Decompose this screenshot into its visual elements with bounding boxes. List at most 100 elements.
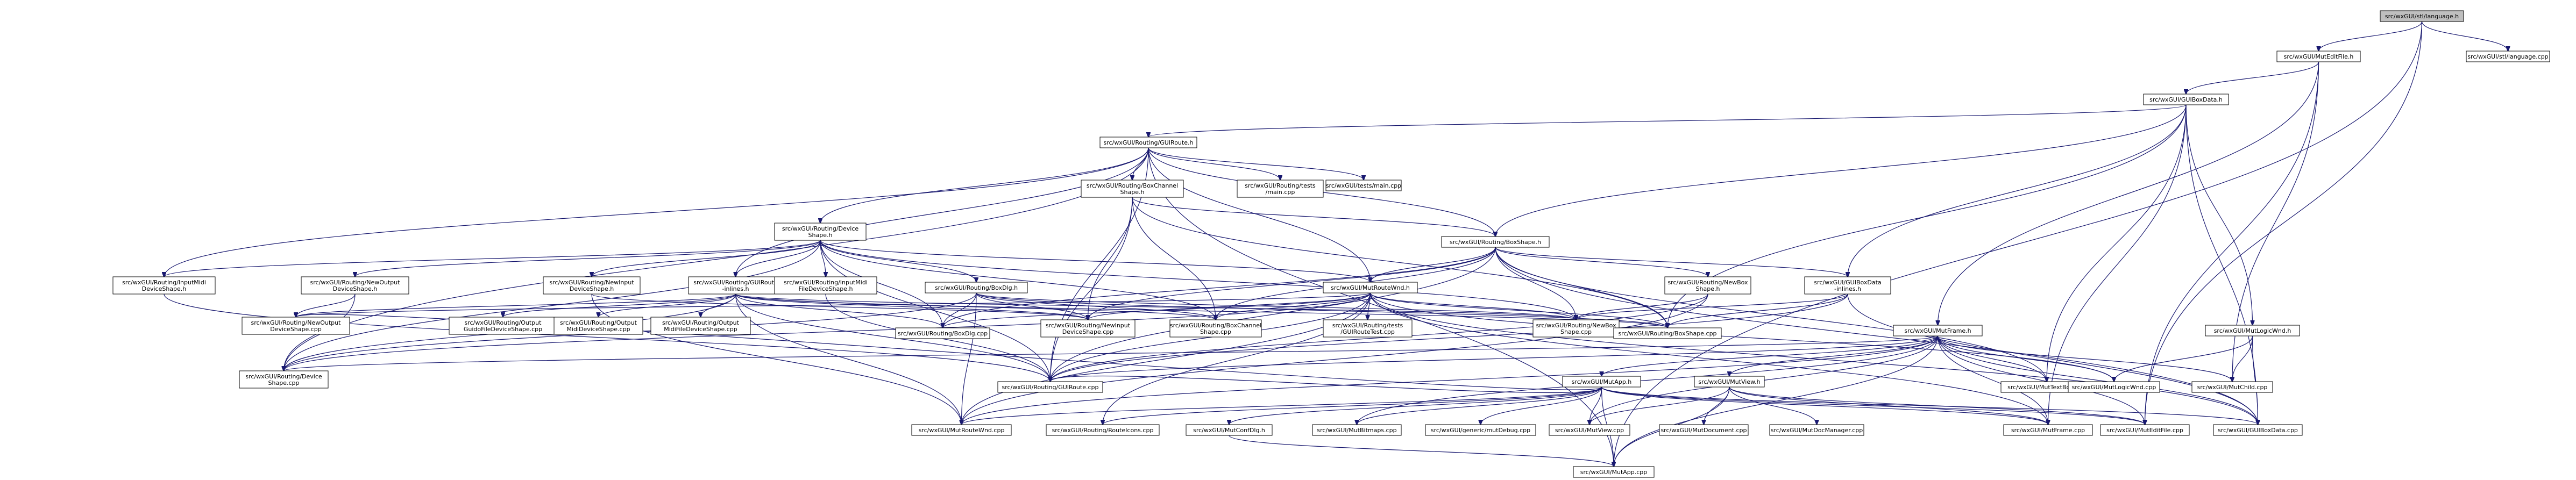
graph-node-n9[interactable]: src/wxGUI/Routing/BoxShape.h — [1441, 236, 1550, 248]
edge-n5-n9 — [1132, 197, 1495, 237]
edge-n1-n3 — [2186, 61, 2319, 94]
node-box — [2003, 424, 2093, 436]
graph-node-n18[interactable]: src/wxGUI/GUIBoxData-inlines.h — [1804, 276, 1891, 295]
node-label: src/wxGUI/stl/language.cpp — [2467, 53, 2548, 60]
edge-n16-n29 — [1369, 292, 1577, 320]
edge-n16-n39 — [1103, 292, 1371, 425]
edge-n33-n46 — [1601, 386, 2048, 425]
edge-n20-n31 — [284, 335, 1939, 371]
graph-node-n37[interactable]: src/wxGUI/MutChild.cpp — [2191, 381, 2273, 393]
node-label: DeviceShape.h — [142, 285, 187, 292]
edge-n5-n26 — [1088, 197, 1133, 320]
edge-n34-n45 — [1729, 386, 1817, 425]
edge-n20-n41 — [1357, 335, 1939, 425]
edge-n8-n11 — [355, 240, 821, 277]
node-box — [1237, 180, 1324, 198]
graph-node-n15[interactable]: src/wxGUI/Routing/BoxDlg.h — [925, 282, 1028, 293]
graph-node-n6[interactable]: src/wxGUI/Routing/tests/main.cpp — [1237, 180, 1324, 198]
node-box — [2100, 424, 2190, 436]
graph-node-n43[interactable]: src/wxGUI/MutView.cpp — [1549, 424, 1630, 436]
graph-node-n38[interactable]: src/wxGUI/MutRouteWnd.cpp — [911, 424, 1012, 436]
node-box — [1573, 466, 1655, 478]
node-label: src/wxGUI/Routing/InputMidi — [122, 279, 206, 286]
graph-node-n23[interactable]: src/wxGUI/Routing/OutputMidiDeviceShape.… — [553, 317, 643, 335]
node-label: src/wxGUI/MutTextBox.cpp — [2007, 384, 2086, 391]
node-label: src/wxGUI/GUIBoxData.h — [2149, 96, 2223, 103]
graph-node-n44[interactable]: src/wxGUI/MutDocument.cpp — [1659, 424, 1749, 436]
node-label: Shape.cpp — [1200, 328, 1231, 335]
node-label: src/wxGUI/tests/main.cpp — [1326, 182, 1401, 189]
graph-node-n49[interactable]: src/wxGUI/MutApp.cpp — [1573, 466, 1655, 478]
graph-node-n20[interactable]: src/wxGUI/MutFrame.h — [1893, 325, 1983, 336]
edge-n19-n48 — [2252, 335, 2258, 425]
graph-node-n8[interactable]: src/wxGUI/Routing/DeviceShape.h — [774, 223, 867, 241]
edge-n16-n48 — [1369, 292, 2258, 425]
node-box — [553, 317, 643, 335]
graph-node-n24[interactable]: src/wxGUI/Routing/OutputMidiFileDeviceSh… — [650, 317, 751, 335]
node-box — [2380, 10, 2464, 22]
graph-node-n39[interactable]: src/wxGUI/Routing/RouteIcons.cpp — [1046, 424, 1160, 436]
graph-node-n32[interactable]: src/wxGUI/Routing/GUIRoute.cpp — [997, 381, 1103, 393]
graph-node-n25[interactable]: src/wxGUI/Routing/BoxDlg.cpp — [895, 327, 990, 339]
graph-node-n3[interactable]: src/wxGUI/GUIBoxData.h — [2143, 94, 2229, 105]
node-label: /main.cpp — [1266, 189, 1295, 196]
node-box — [1323, 319, 1413, 338]
graph-node-n47[interactable]: src/wxGUI/MutEditFile.cpp — [2100, 424, 2190, 436]
graph-node-n33[interactable]: src/wxGUI/MutApp.h — [1562, 376, 1641, 388]
node-label: DeviceShape.cpp — [270, 326, 322, 333]
graph-node-n13[interactable]: src/wxGUI/Routing/GUIRoute-inlines.h — [688, 276, 783, 295]
graph-node-n22[interactable]: src/wxGUI/Routing/OutputGuidoFileDeviceS… — [449, 317, 557, 335]
graph-node-n7[interactable]: src/wxGUI/tests/main.cpp — [1325, 180, 1402, 191]
edge-n20-n33 — [1602, 335, 1939, 376]
graph-node-n34[interactable]: src/wxGUI/MutView.h — [1694, 376, 1765, 388]
node-box — [1323, 282, 1418, 293]
edge-n0-n2 — [2421, 21, 2508, 51]
graph-node-n28[interactable]: src/wxGUI/Routing/tests/GUIRouteTest.cpp — [1323, 319, 1413, 338]
edge-n9-n29 — [1495, 247, 1576, 320]
edge-n4-n6 — [1148, 147, 1280, 180]
graph-node-n16[interactable]: src/wxGUI/MutRouteWnd.h — [1323, 282, 1418, 293]
edge-n40-n49 — [1229, 435, 1614, 467]
graph-node-n19[interactable]: src/wxGUI/MutLogicWnd.h — [2205, 325, 2300, 336]
graph-node-n2[interactable]: src/wxGUI/stl/language.cpp — [2466, 51, 2550, 62]
node-label: src/wxGUI/MutEditFile.h — [2284, 53, 2354, 60]
graph-node-n40[interactable]: src/wxGUI/MutConfDlg.h — [1186, 424, 1273, 436]
node-label: src/wxGUI/Routing/BoxShape.cpp — [1618, 330, 1716, 337]
graph-node-n14[interactable]: src/wxGUI/Routing/InputMidiFileDeviceSha… — [774, 276, 877, 295]
edge-n16-n27 — [1216, 292, 1371, 320]
edge-n16-n36 — [1369, 292, 2114, 382]
edge-n20-n34 — [1729, 335, 1939, 376]
edge-n20-n47 — [1937, 335, 2145, 425]
node-box — [1081, 180, 1184, 198]
graph-node-n41[interactable]: src/wxGUI/MutBitmaps.cpp — [1312, 424, 1402, 436]
graph-node-n45[interactable]: src/wxGUI/MutDocManager.cpp — [1769, 424, 1864, 436]
graph-node-n30[interactable]: src/wxGUI/Routing/BoxShape.cpp — [1613, 327, 1722, 339]
node-box — [112, 276, 216, 295]
graph-node-n1[interactable]: src/wxGUI/MutEditFile.h — [2276, 51, 2361, 62]
graph-node-n21[interactable]: src/wxGUI/Routing/NewOutputDeviceShape.c… — [242, 317, 350, 335]
node-box — [543, 276, 641, 295]
graph-node-n26[interactable]: src/wxGUI/Routing/NewInputDeviceShape.cp… — [1040, 319, 1136, 338]
node-label: src/wxGUI/Routing/BoxChannel — [1170, 322, 1261, 329]
node-label: src/wxGUI/MutBitmaps.cpp — [1317, 427, 1396, 434]
graph-node-n42[interactable]: src/wxGUI/generic/mutDebug.cpp — [1425, 424, 1536, 436]
node-box — [1186, 424, 1273, 436]
node-label: GuidoFileDeviceShape.cpp — [464, 326, 542, 333]
graph-node-n48[interactable]: src/wxGUI/GUIBoxData.cpp — [2213, 424, 2303, 436]
graph-node-n36[interactable]: src/wxGUI/MutLogicWnd.cpp — [2068, 381, 2160, 393]
graph-node-n31[interactable]: src/wxGUI/Routing/DeviceShape.cpp — [239, 370, 329, 389]
node-layer: src/wxGUI/stl/language.hsrc/wxGUI/MutEdi… — [112, 10, 2550, 478]
graph-node-n46[interactable]: src/wxGUI/MutFrame.cpp — [2003, 424, 2093, 436]
node-label: src/wxGUI/MutView.cpp — [1555, 427, 1624, 434]
node-box — [239, 370, 329, 389]
edge-n4-n10 — [164, 147, 1149, 277]
graph-node-n4[interactable]: src/wxGUI/Routing/GUIRoute.h — [1099, 137, 1197, 148]
edge-n19-n37 — [2232, 335, 2253, 382]
